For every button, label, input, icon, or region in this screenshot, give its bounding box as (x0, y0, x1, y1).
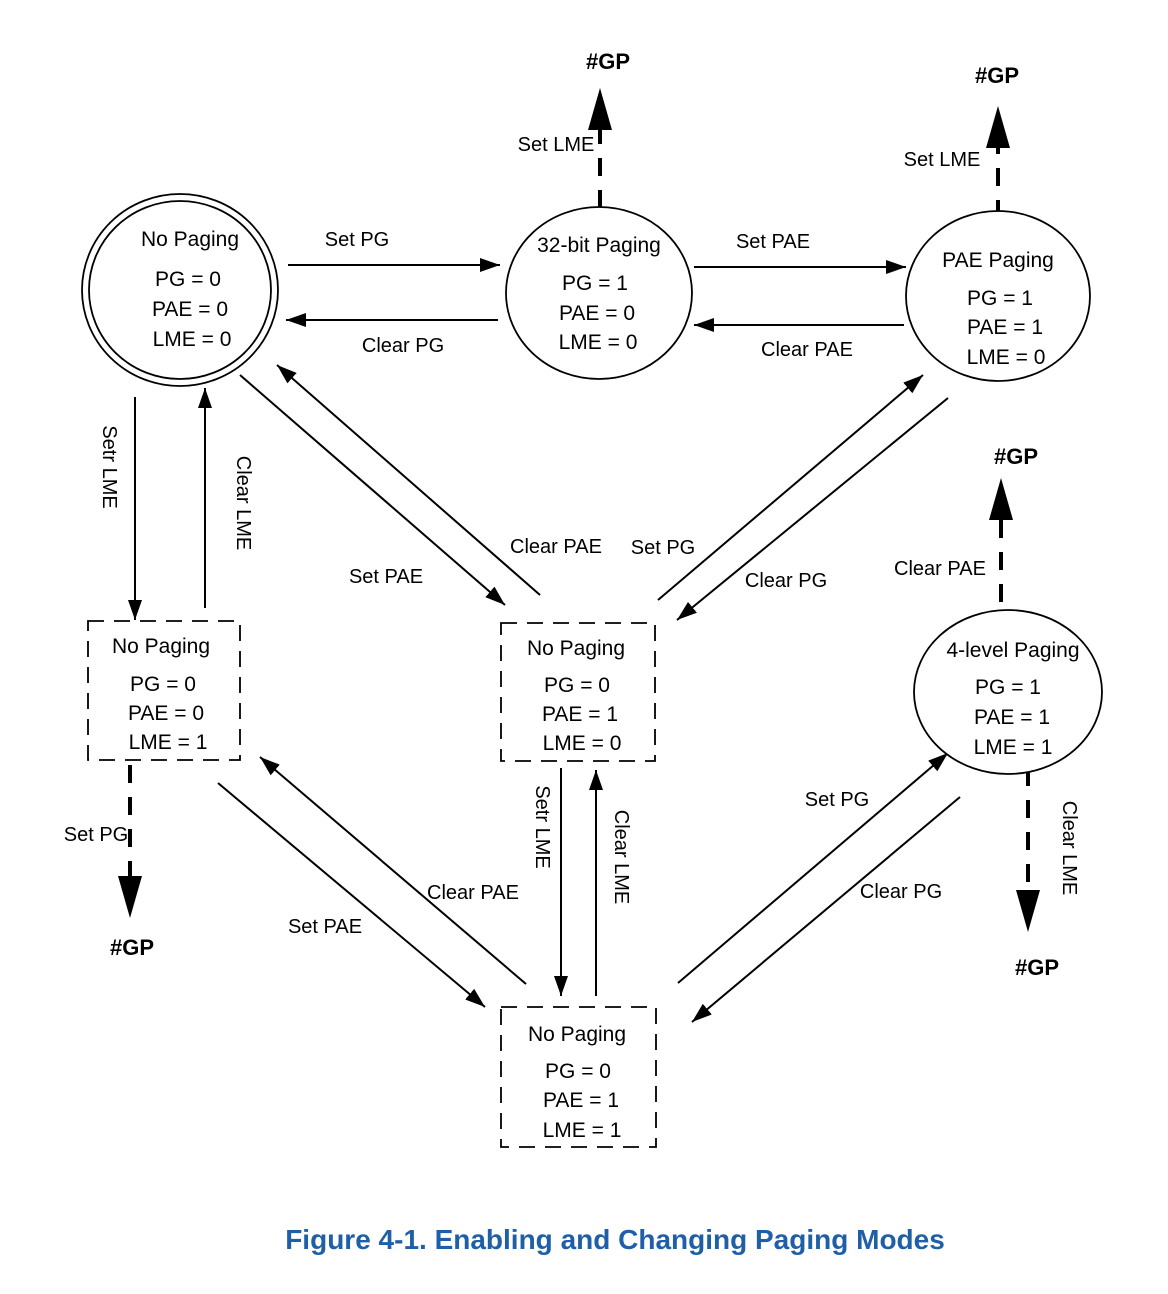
label-clear-lme: Clear LME (610, 810, 632, 904)
label-set-pae: Set PAE (288, 916, 362, 938)
state-lme: LME = 0 (967, 346, 1046, 369)
state-pg: PG = 1 (967, 287, 1033, 310)
state-lme: LME = 1 (129, 731, 208, 754)
state-lme: LME = 0 (543, 732, 622, 755)
state-pg: PG = 0 (544, 674, 610, 697)
arrow-set-pae-box4-to-box7 (217, 782, 486, 1008)
state-lme: LME = 1 (543, 1119, 622, 1142)
state-lme: LME = 0 (559, 331, 638, 354)
state-text-s3: PAE Paging PG = 1 PAE = 1 LME = 0 (942, 249, 1054, 369)
arrow-clear-pg-pae-to-box5 (676, 397, 949, 621)
label-clear-lme: Clear LME (232, 456, 254, 550)
label-set-pg: Set PG (64, 824, 128, 846)
state-4level-paging (913, 609, 1103, 775)
state-name: No Paging (527, 637, 625, 660)
gp-arrowhead (989, 478, 1013, 520)
state-no-paging-initial (88, 200, 272, 380)
label-set-pg: Set PG (325, 229, 389, 251)
state-pae: PAE = 1 (542, 703, 618, 726)
label-set-pg: Set PG (631, 537, 695, 559)
gp-arrowhead (1016, 890, 1040, 932)
state-no-paging-lme1 (87, 620, 241, 761)
state-pg: PG = 1 (562, 272, 628, 295)
arrow-clear-pae-box5-to-nopaging (276, 364, 541, 596)
label-setr-lme: Setr LME (531, 785, 553, 868)
label-clear-pg: Clear PG (860, 881, 942, 903)
state-text-s2: 32-bit Paging PG = 1 PAE = 0 LME = 0 (537, 234, 661, 354)
label-clear-pg: Clear PG (362, 335, 444, 357)
label-set-pae: Set PAE (736, 231, 810, 253)
state-text-s6: 4-level Paging PG = 1 PAE = 1 LME = 1 (946, 639, 1079, 759)
state-name: No Paging (528, 1023, 626, 1046)
state-pae: PAE = 1 (967, 316, 1043, 339)
state-name: 32-bit Paging (537, 234, 661, 257)
arrow-set-pg-box7-to-4level (677, 752, 949, 984)
state-pae: PAE = 0 (128, 702, 204, 725)
arrow-set-pg-box5-to-pae (657, 374, 924, 601)
state-name: No Paging (141, 228, 239, 251)
state-text-s1: No Paging PG = 0 PAE = 0 LME = 0 (141, 228, 239, 351)
state-pae: PAE = 0 (152, 298, 228, 321)
state-no-paging-pae1-lme1 (500, 1006, 657, 1148)
state-pae: PAE = 1 (543, 1089, 619, 1112)
label-clear-lme: Clear LME (1058, 801, 1080, 895)
gp-fault-label: #GP (586, 49, 630, 74)
figure-caption: Figure 4-1. Enabling and Changing Paging… (285, 1224, 945, 1255)
state-lme: LME = 0 (153, 328, 232, 351)
state-lme: LME = 1 (974, 736, 1053, 759)
label-clear-pae: Clear PAE (510, 536, 602, 558)
state-pg: PG = 0 (545, 1060, 611, 1083)
state-name: 4-level Paging (946, 639, 1079, 662)
label-clear-pae: Clear PAE (761, 339, 853, 361)
label-setr-lme: Setr LME (98, 425, 120, 508)
state-pae: PAE = 1 (974, 706, 1050, 729)
state-no-paging-pae1 (500, 622, 656, 762)
label-set-lme: Set LME (904, 149, 981, 171)
gp-arrowhead (986, 106, 1010, 148)
arrow-clear-pg-4level-to-box7 (691, 796, 961, 1023)
label-clear-pae: Clear PAE (427, 882, 519, 904)
label-set-pg: Set PG (805, 789, 869, 811)
state-text-s5: No Paging PG = 0 PAE = 1 LME = 0 (527, 637, 625, 755)
state-pg: PG = 0 (130, 673, 196, 696)
gp-fault-label: #GP (975, 63, 1019, 88)
arrow-set-pae-nopaging-to-box5 (239, 374, 506, 606)
state-name: PAE Paging (942, 249, 1054, 272)
state-name: No Paging (112, 635, 210, 658)
label-set-pae: Set PAE (349, 566, 423, 588)
state-pae-paging (905, 210, 1091, 382)
state-32bit-paging (505, 206, 693, 380)
gp-fault-label: #GP (994, 444, 1038, 469)
gp-fault-label: #GP (1015, 955, 1059, 980)
label-clear-pae: Clear PAE (894, 558, 986, 580)
state-text-s7: No Paging PG = 0 PAE = 1 LME = 1 (528, 1023, 626, 1142)
state-pg: PG = 0 (155, 268, 221, 291)
label-clear-pg: Clear PG (745, 570, 827, 592)
state-pg: PG = 1 (975, 676, 1041, 699)
gp-arrowhead (588, 88, 612, 130)
state-text-s4: No Paging PG = 0 PAE = 0 LME = 1 (112, 635, 210, 754)
arrow-clear-pae-box7-to-box4 (259, 756, 527, 985)
gp-fault-label: #GP (110, 935, 154, 960)
state-pae: PAE = 0 (559, 302, 635, 325)
label-set-lme: Set LME (518, 134, 595, 156)
gp-arrowhead (118, 876, 142, 918)
